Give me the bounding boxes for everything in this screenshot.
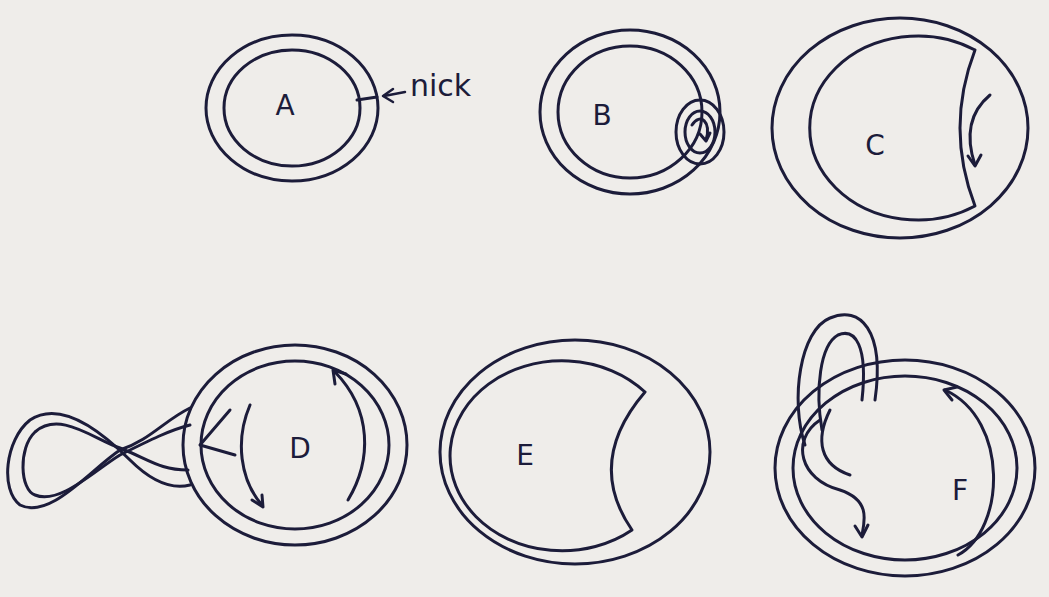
dna-strand xyxy=(206,35,378,181)
dna-strand xyxy=(798,315,877,445)
dna-strand xyxy=(944,387,957,400)
dna-strand xyxy=(968,155,981,166)
ring-outline xyxy=(5,340,415,550)
ring-outline xyxy=(768,300,1040,582)
dna-ring: C xyxy=(770,15,1032,243)
callout-label: nick xyxy=(410,68,471,103)
dna-strand xyxy=(793,376,1017,560)
dna-strand xyxy=(676,100,724,164)
ring-letter: A xyxy=(275,89,294,122)
dna-strand xyxy=(450,361,645,551)
dna-strand xyxy=(201,361,389,529)
dna-ring: A xyxy=(200,30,385,185)
arrow-head xyxy=(383,89,393,102)
dna-strand xyxy=(855,525,868,537)
dna-ring: B xyxy=(535,25,735,200)
dna-strand xyxy=(440,340,710,564)
dna-strand xyxy=(700,133,710,141)
ring-letter: F xyxy=(952,474,968,507)
dna-ring: E xyxy=(438,338,713,568)
dna-strand xyxy=(335,372,365,500)
dna-strand xyxy=(775,360,1035,576)
dna-strand xyxy=(333,370,346,384)
dna-strand xyxy=(822,410,850,475)
dna-strand xyxy=(252,495,263,507)
ring-outline xyxy=(535,25,735,200)
dna-strand xyxy=(183,345,407,545)
dna-strand xyxy=(772,18,1028,238)
dna-strand xyxy=(945,390,994,555)
ring-letter: D xyxy=(289,432,311,465)
dna-strand xyxy=(241,405,262,505)
ring-letter: C xyxy=(865,129,885,162)
dna-ring: D xyxy=(5,340,415,550)
ring-outline xyxy=(438,338,713,568)
dna-strand xyxy=(810,36,975,220)
dna-strand xyxy=(819,334,864,430)
ring-outline xyxy=(770,15,1032,243)
ring-letter: E xyxy=(516,439,534,472)
dna-strand xyxy=(357,97,377,100)
dna-strand xyxy=(540,30,720,194)
dna-strand xyxy=(224,50,360,166)
dna-strand xyxy=(803,420,865,535)
dna-strand xyxy=(23,424,190,497)
dna-strand xyxy=(692,119,708,140)
ring-letter: B xyxy=(592,99,611,132)
dna-strand xyxy=(8,408,190,508)
dna-strand xyxy=(685,111,715,153)
dna-ring: F xyxy=(768,300,1040,582)
dna-strand xyxy=(200,410,235,455)
